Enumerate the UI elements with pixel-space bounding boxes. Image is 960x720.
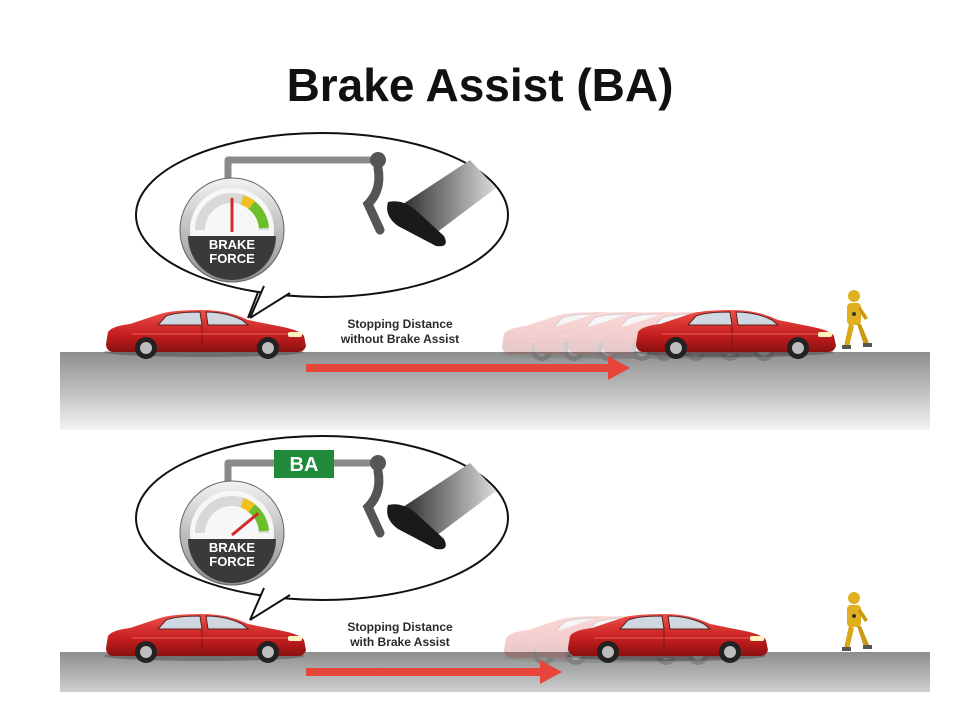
road <box>60 352 930 430</box>
leg-icon <box>400 463 496 539</box>
gauge-label-force: FORCE <box>209 554 255 569</box>
speech-bubble: BRAKE FORCE <box>135 132 509 319</box>
ba-badge-label: BA <box>290 454 319 476</box>
ba-badge <box>274 450 334 478</box>
leg-icon <box>400 160 496 236</box>
gauge-needle <box>231 512 260 537</box>
crash-dummy-icon <box>842 290 872 349</box>
stopping-distance-arrow <box>306 660 562 684</box>
shoe-icon <box>387 504 446 550</box>
caption-line1: Stopping Distance <box>347 620 453 634</box>
panel-with-brake-assist: BA BRAKE FORCE Stopping Distance with Br… <box>60 435 930 692</box>
shoe-icon <box>387 201 446 247</box>
gauge-label-brake: BRAKE <box>209 540 256 555</box>
gauge-label-brake: BRAKE <box>209 237 256 252</box>
page-title: Brake Assist (BA) <box>286 59 674 111</box>
brake-force-gauge: BRAKE FORCE <box>179 480 285 586</box>
caption-line2: without Brake Assist <box>340 332 459 346</box>
car-start <box>103 309 307 360</box>
brake-force-gauge: BRAKE FORCE <box>179 177 285 283</box>
caption-line2: with Brake Assist <box>349 635 450 649</box>
car-start <box>103 613 307 664</box>
gauge-label-force: FORCE <box>209 251 255 266</box>
crash-dummy-icon <box>842 592 872 651</box>
stopping-distance-arrow <box>306 356 630 380</box>
panel-without-brake-assist: BRAKE FORCE Stopping Distance without Br… <box>60 132 930 430</box>
caption-line1: Stopping Distance <box>347 317 453 331</box>
speech-bubble: BA BRAKE FORCE <box>135 435 509 621</box>
